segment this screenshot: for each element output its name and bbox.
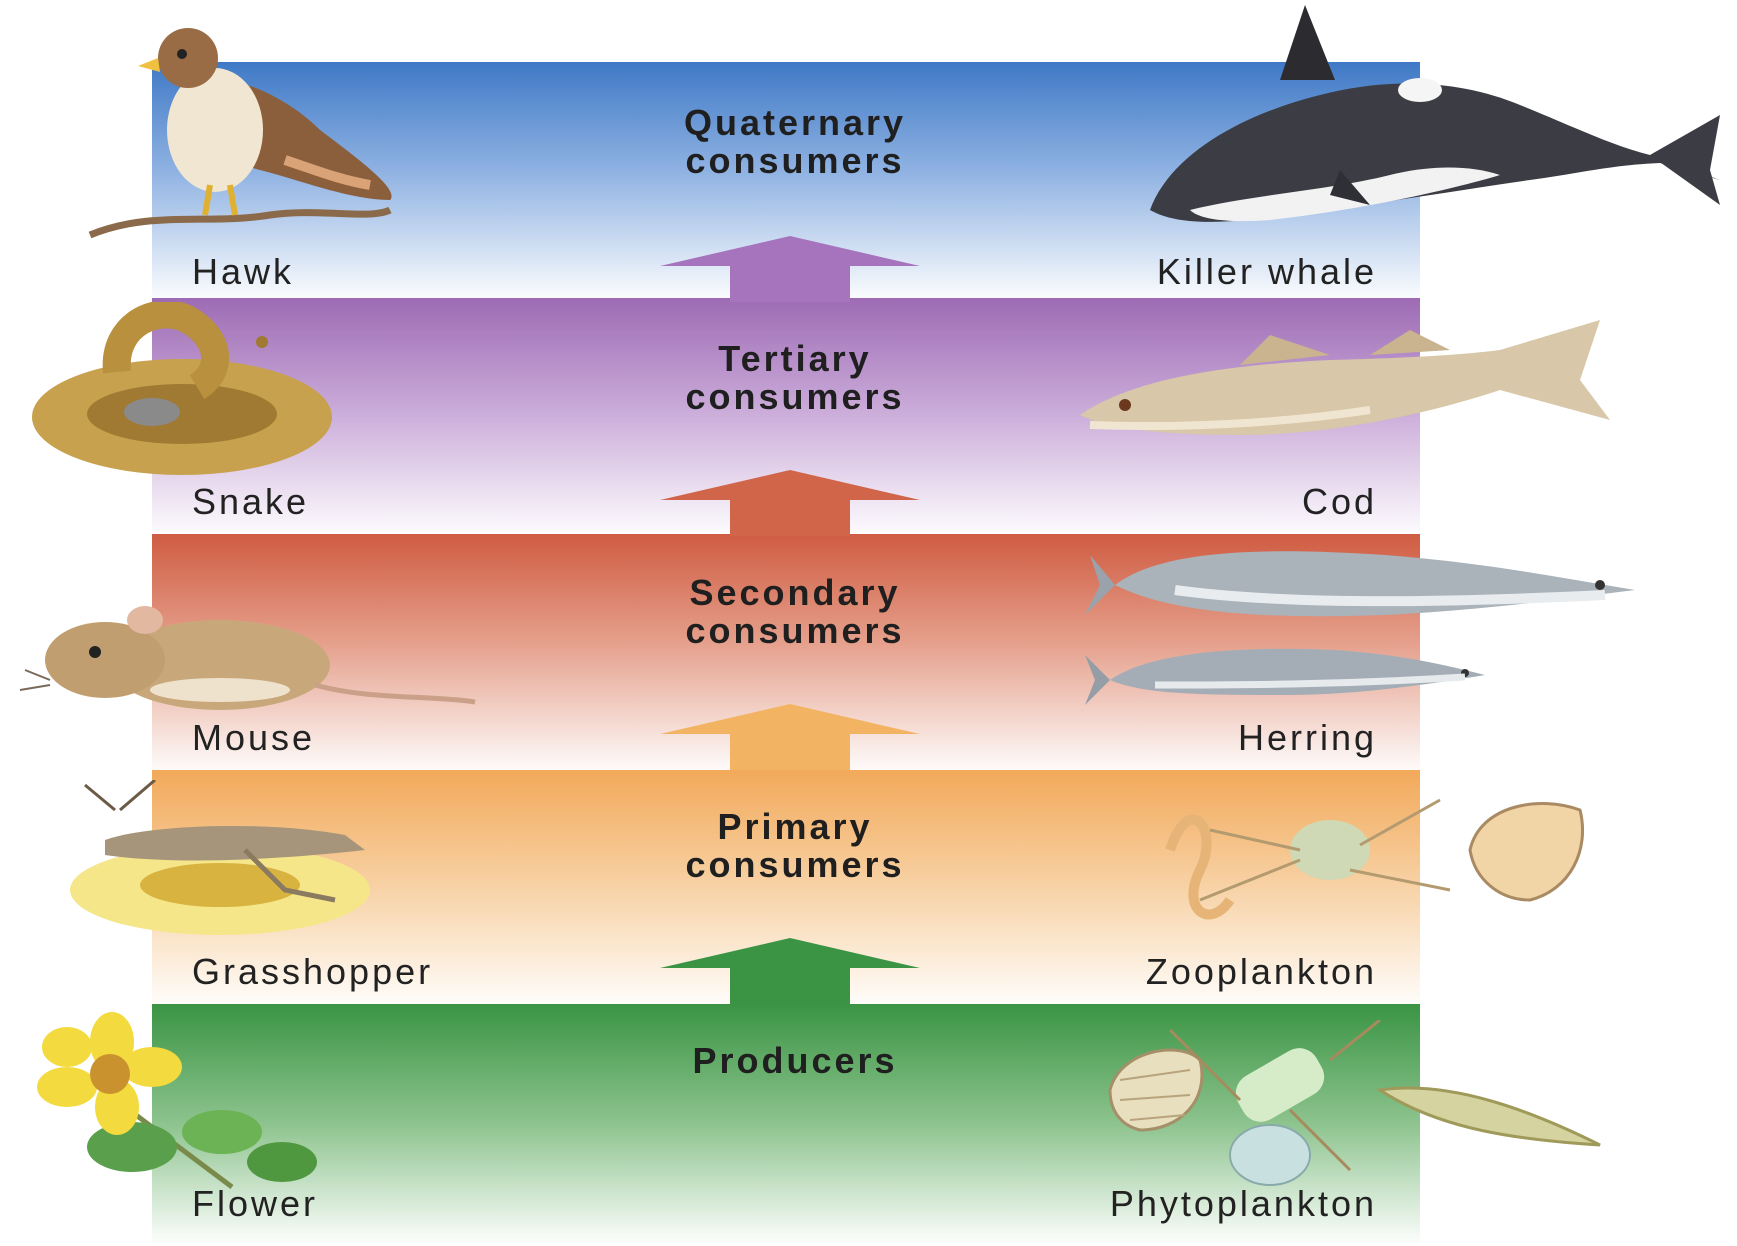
arrow-shape — [660, 236, 920, 302]
tertiary-consumers-title: Tertiary consumers — [600, 340, 990, 416]
grasshopper-label: Grasshopper — [192, 952, 433, 992]
zooplankton-icon — [1150, 790, 1600, 940]
secondary-consumers-title: Secondary consumers — [600, 574, 990, 650]
arrow-primary-to-secondary — [660, 704, 920, 770]
arrow-shape — [660, 470, 920, 536]
arrow-shape — [660, 704, 920, 770]
zooplankton-label: Zooplankton — [1146, 952, 1377, 992]
grasshopper-icon — [45, 780, 425, 940]
quaternary-consumers-title: Quaternary consumers — [600, 104, 990, 180]
arrow-secondary-to-tertiary — [660, 470, 920, 536]
arrow-producers-to-primary — [660, 938, 920, 1004]
arrow-tertiary-to-quaternary — [660, 236, 920, 302]
mouse-label: Mouse — [192, 718, 315, 758]
cod-icon — [1070, 310, 1620, 460]
snake-label: Snake — [192, 482, 309, 522]
killer-whale-label: Killer whale — [1157, 252, 1377, 292]
primary-consumers-title: Primary consumers — [600, 808, 990, 884]
hawk-label: Hawk — [192, 252, 294, 292]
hawk-icon — [70, 10, 400, 250]
arrow-shape — [660, 938, 920, 1004]
phytoplankton-icon — [1090, 1020, 1610, 1195]
herring-icon — [1085, 545, 1685, 720]
mouse-icon — [10, 590, 480, 720]
cod-label: Cod — [1302, 482, 1377, 522]
flower-icon — [22, 1012, 332, 1192]
herring-label: Herring — [1238, 718, 1377, 758]
snake-icon — [22, 302, 352, 482]
producers-title: Producers — [600, 1042, 990, 1080]
killer-whale-icon — [1130, 5, 1730, 245]
